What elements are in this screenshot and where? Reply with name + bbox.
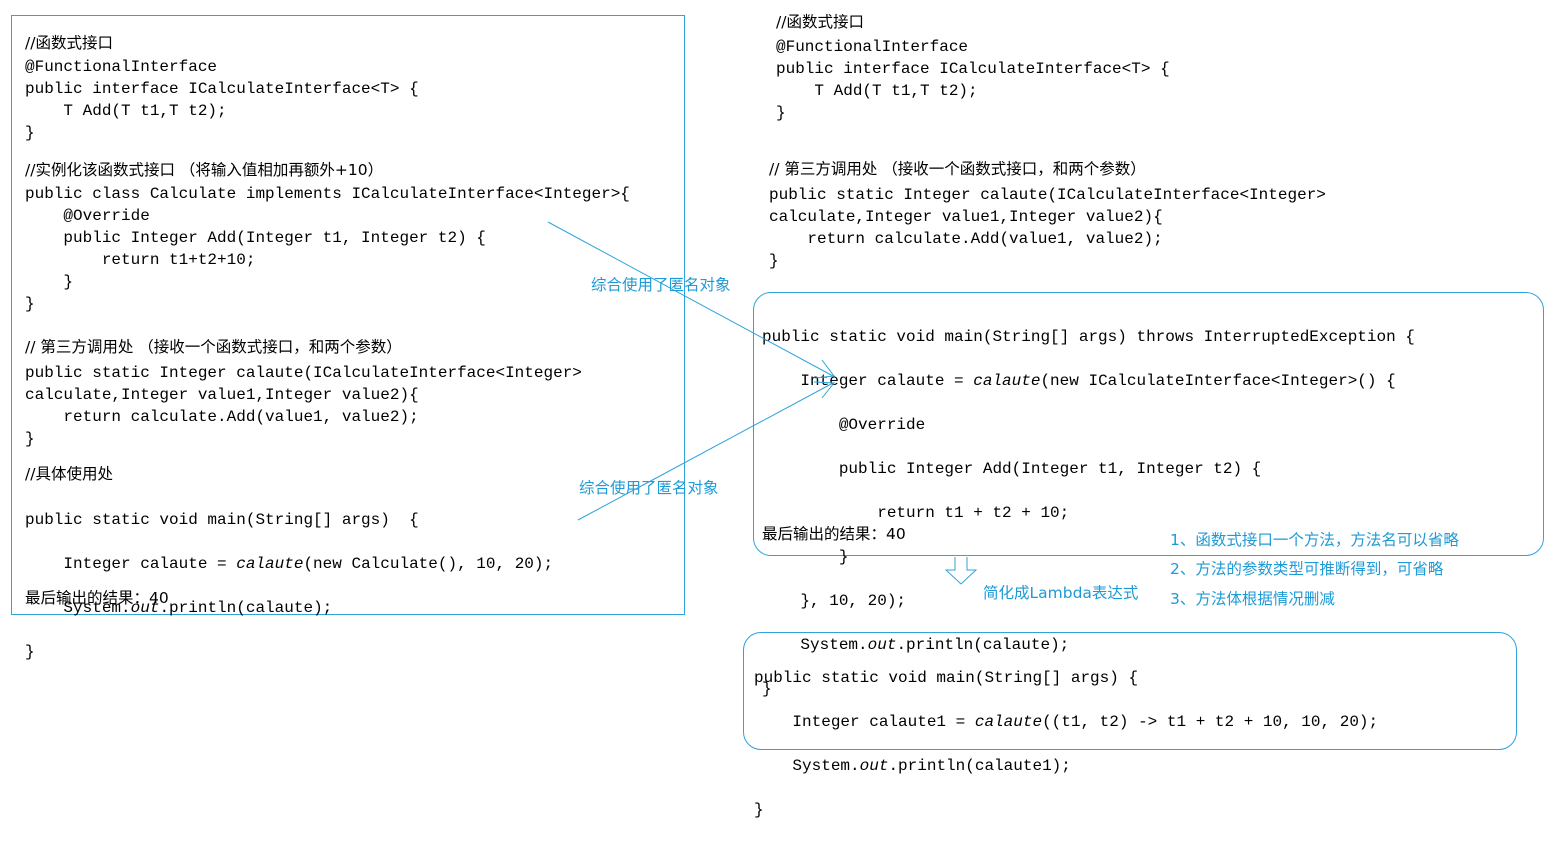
connector-line-upper — [547, 221, 834, 377]
anon-line-9: } — [762, 680, 772, 698]
down-arrow-icon — [944, 557, 978, 585]
code-interface-definition: @FunctionalInterface public interface IC… — [25, 58, 419, 142]
lambda-line-2: Integer calaute1 = calaute((t1, t2) -> t… — [754, 713, 1379, 731]
comment-usage: //具体使用处 — [25, 465, 113, 483]
anon-line-4: public Integer Add(Integer t1, Integer t… — [762, 460, 1262, 478]
code-calaute-method: public static Integer calaute(ICalculate… — [25, 364, 582, 448]
right-comment-third-party-call: // 第三方调用处 （接收一个函数式接口，和两个参数） — [769, 160, 1146, 178]
anon-line-2: Integer calaute = calaute(new ICalculate… — [762, 372, 1396, 390]
anon-line-8: System.out.println(calaute); — [762, 636, 1070, 654]
connector-arrowhead-upper — [814, 359, 835, 379]
anon-line-5: return t1 + t2 + 10; — [762, 504, 1070, 522]
anon-line-7: }, 10, 20); — [762, 592, 907, 610]
code-anonymous-main: public static void main(String[] args) t… — [762, 304, 1415, 722]
lambda-line-1: public static void main(String[] args) { — [754, 669, 1139, 687]
connector-line-lower — [577, 382, 834, 521]
main-line-1: public static void main(String[] args) { — [25, 511, 419, 529]
rule-3-text: 3、方法体根据情况删减 — [1170, 590, 1335, 608]
comment-implementation: //实例化该函数式接口 （将输入值相加再额外+10） — [25, 161, 384, 179]
anonymous-object-label-2: 综合使用了匿名对象 — [579, 479, 719, 497]
code-main-method: public static void main(String[] args) {… — [25, 487, 553, 685]
lambda-line-3: System.out.println(calaute1); — [754, 757, 1071, 775]
right-comment-functional-interface: //函数式接口 — [776, 13, 864, 31]
right-code-calaute-method: public static Integer calaute(ICalculate… — [769, 186, 1326, 270]
main-line-4: } — [25, 643, 35, 661]
anonymous-class-panel — [753, 292, 1544, 556]
comment-functional-interface: //函数式接口 — [25, 34, 113, 52]
rule-1-text: 1、函数式接口一个方法，方法名可以省略 — [1170, 531, 1459, 549]
main-line-3: System.out.println(calaute); — [25, 599, 333, 617]
rule-2-text: 2、方法的参数类型可推断得到，可省略 — [1170, 560, 1444, 578]
main-line-2: Integer calaute = calaute(new Calculate(… — [25, 555, 554, 573]
left-code-panel — [11, 15, 685, 615]
lambda-panel — [743, 632, 1517, 750]
lambda-line-4: } — [754, 801, 764, 819]
code-calculate-class: public class Calculate implements ICalcu… — [25, 185, 630, 313]
anon-line-3: @Override — [762, 416, 926, 434]
anonymous-object-label-1: 综合使用了匿名对象 — [591, 276, 731, 294]
left-result-text: 最后输出的结果：40 — [25, 589, 169, 607]
simplify-lambda-label: 简化成Lambda表达式 — [983, 584, 1139, 602]
connector-arrows — [547, 221, 978, 585]
anon-line-1: public static void main(String[] args) t… — [762, 328, 1415, 346]
anon-result-text: 最后输出的结果：40 — [762, 525, 906, 543]
comment-third-party-call: // 第三方调用处 （接收一个函数式接口，和两个参数） — [25, 338, 402, 356]
right-code-interface-definition: @FunctionalInterface public interface IC… — [776, 38, 1170, 122]
connector-arrowhead-lower — [813, 381, 836, 399]
anon-line-6: } — [762, 548, 849, 566]
